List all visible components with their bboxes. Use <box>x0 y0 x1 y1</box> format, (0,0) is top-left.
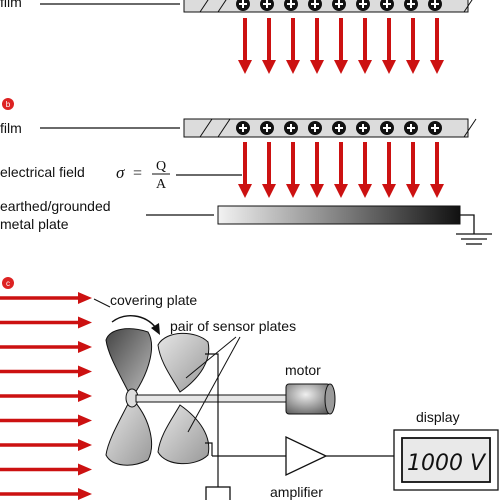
field-a-arrow-9 <box>430 18 444 74</box>
field-a-arrow-5 <box>334 18 348 74</box>
film-b-charge-2 <box>260 121 274 135</box>
film-a-charge-5 <box>332 0 346 11</box>
plate-label-line2: metal plate <box>0 216 69 232</box>
film-a-charge-4 <box>308 0 322 11</box>
sensor-pointer-lower <box>187 336 241 433</box>
film-b-charge-6 <box>356 121 370 135</box>
charge-row-a <box>236 0 442 11</box>
electrical-field-label: electrical field <box>0 164 85 180</box>
display-value: 1000 V <box>407 451 487 476</box>
film-b-charge-1 <box>236 121 250 135</box>
field-arrows-b <box>238 142 444 198</box>
field-b-arrow-2 <box>262 142 276 198</box>
film-a-charge-6 <box>356 0 370 11</box>
field-a-arrow-2 <box>262 18 276 74</box>
voltage-display <box>393 429 499 491</box>
grounded-metal-plate <box>217 205 461 225</box>
incoming-field-arrow-6 <box>0 414 92 427</box>
sensor-plates-label: pair of sensor plates <box>170 318 296 334</box>
display-label: display <box>416 409 460 425</box>
covering-plate-pointer <box>93 298 111 308</box>
sigma-symbol: σ <box>116 163 125 182</box>
film-b-charge-9 <box>428 121 442 135</box>
sensor-plate-lower <box>157 404 210 465</box>
film-a-charge-1 <box>236 0 250 11</box>
field-a-arrow-6 <box>358 18 372 74</box>
panel-c: c covering plate <box>0 277 499 500</box>
field-a-arrow-1 <box>238 18 252 74</box>
covering-plate <box>105 328 153 466</box>
field-a-arrow-8 <box>406 18 420 74</box>
film-b-charge-8 <box>404 121 418 135</box>
triangle-amplifier-icon <box>285 435 328 477</box>
incoming-field-arrow-4 <box>0 365 92 378</box>
field-b-arrow-8 <box>406 142 420 198</box>
incoming-field-arrow-9 <box>0 488 92 500</box>
field-b-arrow-4 <box>310 142 324 198</box>
sensor-pointer-upper <box>185 336 237 379</box>
rotation-arrow-icon <box>111 315 160 335</box>
incoming-field-arrow-1 <box>0 292 92 304</box>
ground-symbol-icon <box>456 214 492 245</box>
field-b-arrow-1 <box>238 142 252 198</box>
incoming-field-arrow-2 <box>0 316 92 329</box>
field-b-arrow-6 <box>358 142 372 198</box>
amplifier-label: amplifier <box>270 484 323 500</box>
field-a-arrow-3 <box>286 18 300 74</box>
svg-text:c: c <box>6 279 10 288</box>
field-arrows-a <box>238 18 444 74</box>
field-b-arrow-5 <box>334 142 348 198</box>
motor-shaft <box>135 394 289 403</box>
motor <box>285 383 336 415</box>
plate-label-line1: earthed/grounded <box>0 198 111 214</box>
svg-text:b: b <box>6 100 11 109</box>
panel-c-marker: c <box>2 277 14 289</box>
field-b-arrow-3 <box>286 142 300 198</box>
film-a-charge-3 <box>284 0 298 11</box>
field-a-arrow-7 <box>382 18 396 74</box>
film-label-a: film <box>0 0 22 10</box>
film-a-charge-7 <box>380 0 394 11</box>
panel-b-marker: b <box>2 98 14 110</box>
panel-b: b film electrical field σ = Q A earthed/… <box>0 98 492 245</box>
charge-numerator: Q <box>156 159 166 174</box>
field-b-arrow-9 <box>430 142 444 198</box>
film-strip-b <box>183 118 477 138</box>
film-a-charge-2 <box>260 0 274 11</box>
incoming-field-arrows <box>0 292 92 500</box>
motor-label: motor <box>285 362 321 378</box>
field-b-arrow-7 <box>382 142 396 198</box>
charge-row-b <box>236 121 442 135</box>
covering-plate-label: covering plate <box>110 292 197 308</box>
sensor-wiring <box>205 353 394 487</box>
incoming-field-arrow-8 <box>0 463 92 476</box>
film-strip-a <box>183 0 473 13</box>
film-a-charge-8 <box>404 0 418 11</box>
film-a-charge-9 <box>428 0 442 11</box>
sensor-plate-upper <box>157 332 210 393</box>
equals-sign: = <box>133 165 142 182</box>
incoming-field-arrow-5 <box>0 390 92 402</box>
incoming-field-arrow-3 <box>0 341 92 353</box>
field-a-arrow-4 <box>310 18 324 74</box>
incoming-field-arrow-7 <box>0 439 92 451</box>
film-b-charge-3 <box>284 121 298 135</box>
panel-a: film <box>0 0 473 74</box>
reference-box <box>205 486 231 500</box>
film-b-charge-7 <box>380 121 394 135</box>
film-label-b: film <box>0 120 22 136</box>
area-denominator: A <box>156 177 167 192</box>
film-b-charge-4 <box>308 121 322 135</box>
film-b-charge-5 <box>332 121 346 135</box>
